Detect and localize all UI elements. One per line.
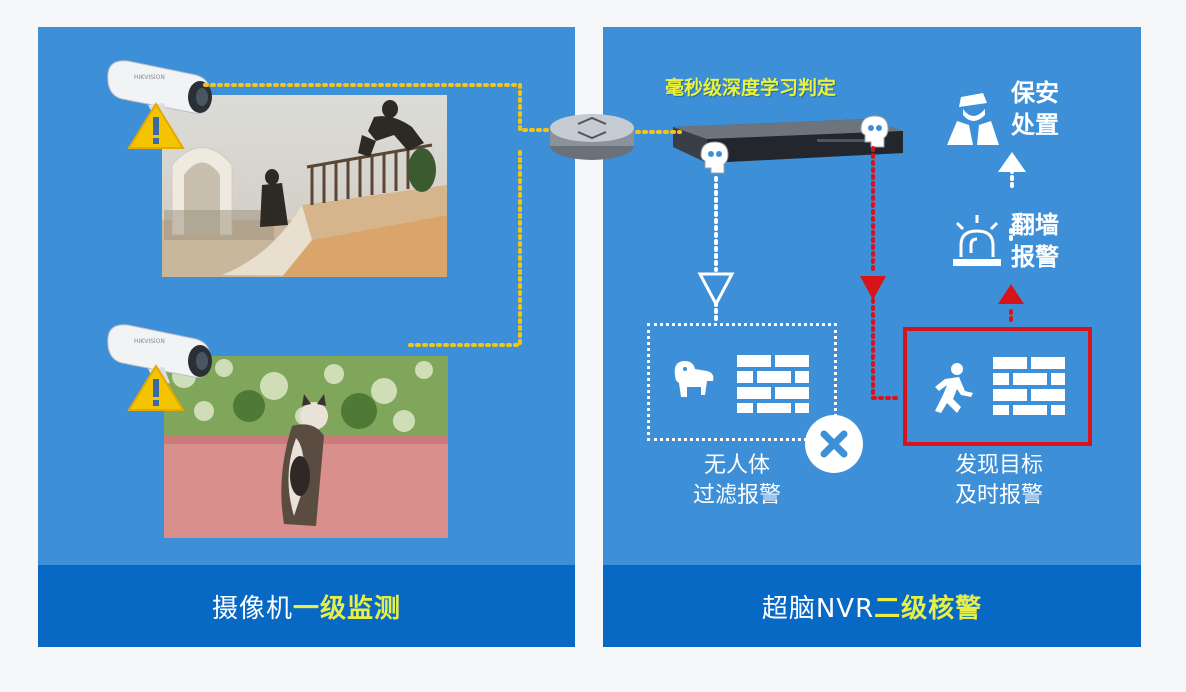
target-detected-box bbox=[903, 327, 1092, 446]
footer-highlight: 二级核警 bbox=[874, 593, 983, 624]
warning-icon bbox=[126, 363, 186, 417]
down-arrow-icon bbox=[697, 272, 735, 308]
ai-brain-icon bbox=[697, 139, 731, 181]
nvr-device-icon bbox=[667, 113, 907, 187]
svg-text:HIKVISION: HIKVISION bbox=[134, 74, 165, 81]
top-camera-link bbox=[203, 83, 562, 132]
fence-climbing-scene bbox=[162, 95, 447, 277]
filter-label-line2: 过滤报警 bbox=[692, 483, 781, 508]
reject-x-icon bbox=[803, 413, 865, 479]
red-up-arrow-icon bbox=[998, 284, 1024, 304]
detect-label-line2: 及时报警 bbox=[954, 483, 1043, 508]
alarm-label-line2: 报警 bbox=[1011, 243, 1059, 271]
alarm-label-line1: 翻墙 bbox=[1011, 211, 1059, 239]
filter-label: 无人体 过滤报警 bbox=[657, 451, 817, 511]
wall-icon bbox=[991, 355, 1067, 421]
bottom-camera-link bbox=[408, 148, 522, 347]
dog-icon bbox=[667, 353, 723, 413]
security-guard-icon bbox=[943, 91, 1003, 151]
red-down-arrow-icon bbox=[860, 276, 886, 300]
wall-icon bbox=[735, 353, 811, 419]
footer-prefix: 超脑NVR bbox=[761, 593, 875, 624]
running-person-icon bbox=[927, 361, 977, 421]
footer-prefix: 摄像机 bbox=[211, 593, 293, 624]
alarm-label: 翻墙 报警 bbox=[1011, 209, 1059, 273]
cat-scene bbox=[164, 356, 448, 538]
camera-monitoring-panel: HIKVISION HIKVISION 摄像机 一级监测 bbox=[38, 27, 575, 647]
ai-brain-icon bbox=[857, 113, 891, 155]
alarm-light-icon bbox=[949, 213, 1005, 273]
svg-text:HIKVISION: HIKVISION bbox=[134, 338, 165, 345]
guard-label-line2: 处置 bbox=[1011, 111, 1059, 139]
warning-icon bbox=[126, 101, 186, 155]
guard-label: 保安 处置 bbox=[1011, 77, 1059, 141]
footer-highlight: 一级监测 bbox=[293, 593, 402, 624]
fence-climbing-photo bbox=[162, 95, 447, 277]
deep-learning-label: 毫秒级深度学习判定 bbox=[665, 77, 837, 99]
camera-top-graphic: HIKVISION bbox=[107, 60, 212, 123]
no-human-filter-box bbox=[647, 323, 837, 441]
guard-label-line1: 保安 bbox=[1011, 79, 1059, 107]
detect-label: 发现目标 及时报警 bbox=[919, 451, 1079, 511]
detect-label-line1: 发现目标 bbox=[954, 453, 1043, 478]
network-switch-icon bbox=[550, 114, 634, 160]
nvr-verification-panel: 毫秒级深度学习判定 保安 处置 bbox=[603, 27, 1141, 647]
filter-label-line1: 无人体 bbox=[703, 453, 770, 478]
nvr-level-footer: 超脑NVR 二级核警 bbox=[603, 565, 1141, 647]
camera-level-footer: 摄像机 一级监测 bbox=[38, 565, 575, 647]
up-arrow-icon bbox=[998, 152, 1026, 172]
camera-icon: HIKVISION bbox=[98, 53, 223, 152]
cat-on-wall-photo bbox=[164, 356, 448, 538]
